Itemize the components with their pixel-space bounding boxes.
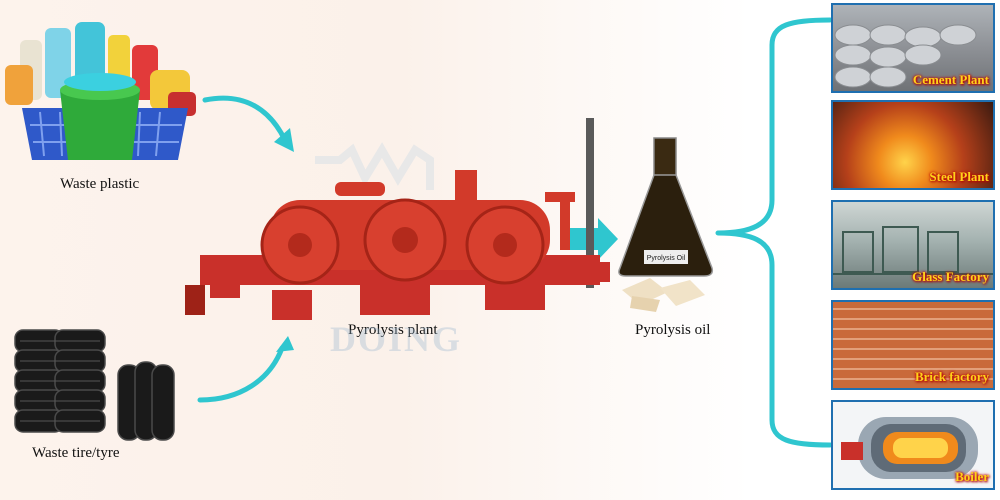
tire-to-plant-arrow [200, 348, 282, 400]
applications-bracket [718, 20, 830, 445]
waste-plastic-label: Waste plastic [60, 176, 139, 193]
boiler-panel: Boiler [831, 400, 995, 490]
waste-tire-label: Waste tire/tyre [32, 445, 120, 462]
doing-watermark: DOING [330, 318, 462, 360]
brick-factory-label: Brick factory [915, 369, 989, 385]
brick-factory-panel: Brick factory [831, 300, 995, 390]
plastic-to-plant-arrow [205, 98, 285, 140]
glass-factory-panel: Glass Factory [831, 200, 995, 290]
boiler-label: Boiler [955, 469, 989, 485]
steel-plant-panel: Steel Plant [831, 100, 995, 190]
flask-label: Pyrolysis Oil [647, 255, 686, 262]
cement-plant-label: Cement Plant [913, 72, 989, 88]
plant-to-oil-arrow [568, 218, 618, 260]
pyrolysis-oil-label: Pyrolysis oil [635, 322, 710, 339]
glass-factory-label: Glass Factory [912, 269, 989, 285]
steel-plant-label: Steel Plant [929, 169, 989, 185]
cement-plant-panel: Cement Plant [831, 3, 995, 93]
